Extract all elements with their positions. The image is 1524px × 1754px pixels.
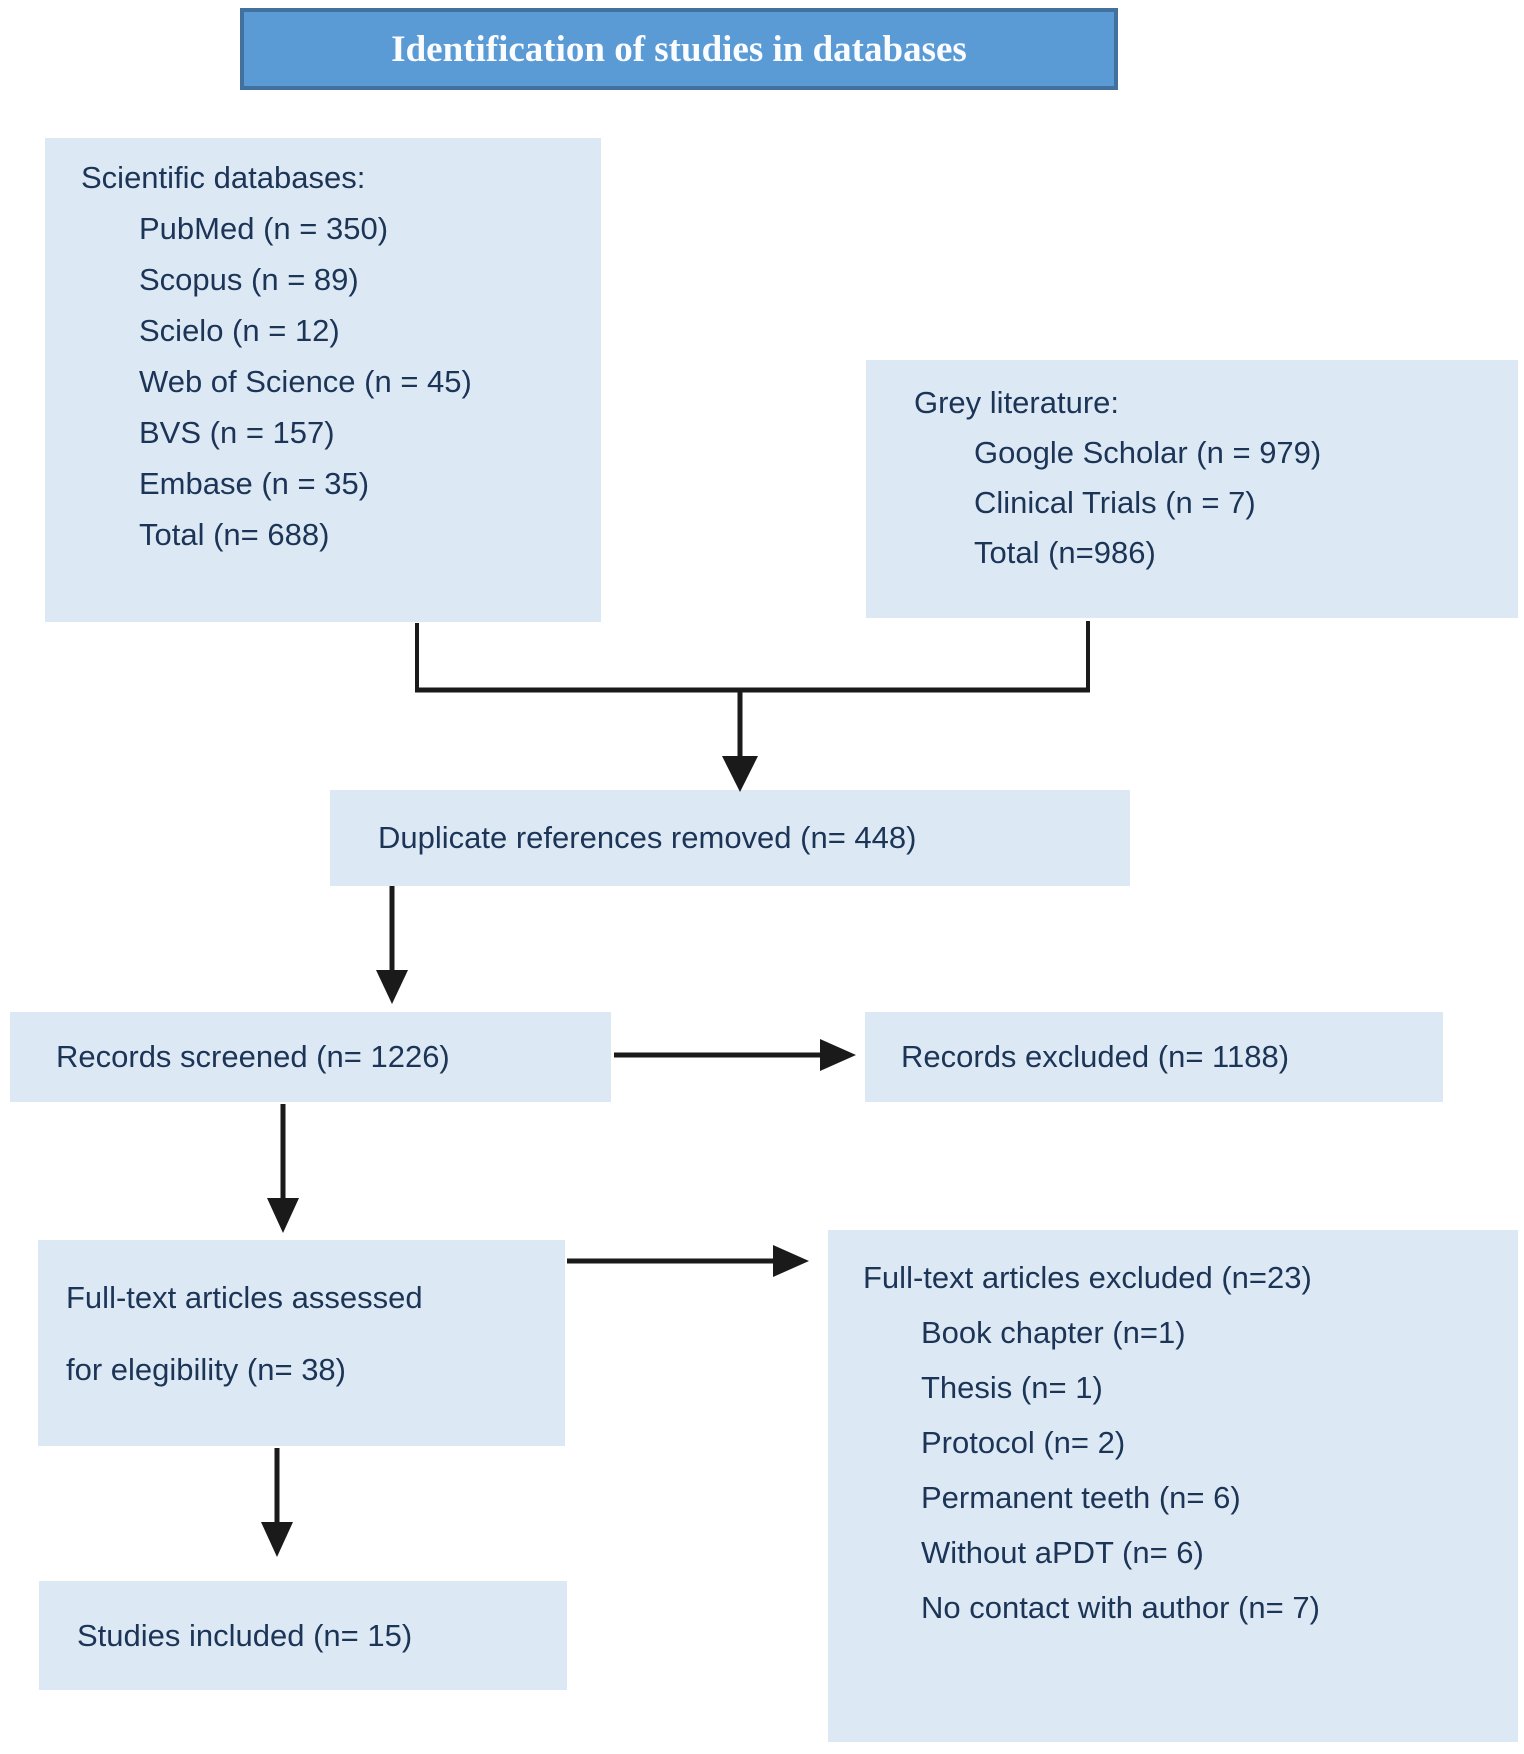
fulltext-assessed-box: Full-text articles assessed for elegibil… [38,1240,565,1446]
exclusion-reason-item: Protocol (n= 2) [921,1425,1126,1460]
records-screened-box: Records screened (n= 1226) [10,1012,611,1102]
database-count-item: Web of Science (n = 45) [139,364,472,399]
grey-total-item: Total (n=986) [974,535,1156,570]
studies-included-label: Studies included (n= 15) [77,1617,413,1653]
studies-included-box: Studies included (n= 15) [39,1581,567,1690]
fulltext-assessed-line2: for elegibility (n= 38) [66,1352,346,1387]
fulltext-down-arrowhead-icon [261,1522,293,1557]
records-excluded-box: Records excluded (n= 1188) [865,1012,1443,1102]
grey-literature-box: Grey literature: Google Scholar (n = 979… [866,360,1518,618]
screened-right-arrowhead-icon [820,1039,856,1071]
scientific-databases-box: Scientific databases: PubMed (n = 350) S… [45,138,601,622]
database-count-item: Scielo (n = 12) [139,313,340,348]
database-count-item: BVS (n = 157) [139,415,335,450]
records-excluded-label: Records excluded (n= 1188) [901,1039,1290,1074]
dup-down-arrowhead-icon [376,970,408,1004]
scientific-databases-heading: Scientific databases: [81,160,366,195]
fulltext-excluded-box: Full-text articles excluded (n=23) Book … [828,1230,1518,1742]
exclusion-reason-item: Permanent teeth (n= 6) [921,1480,1241,1515]
exclusion-reason-item: Thesis (n= 1) [921,1370,1103,1405]
duplicates-removed-box: Duplicate references removed (n= 448) [330,790,1130,886]
duplicates-removed-label: Duplicate references removed (n= 448) [378,820,917,855]
exclusion-reason-item: No contact with author (n= 7) [921,1590,1320,1625]
fulltext-right-arrowhead-icon [773,1245,809,1277]
database-total-item: Total (n= 688) [139,517,330,552]
exclusion-reason-item: Without aPDT (n= 6) [921,1535,1204,1570]
exclusion-reason-item: Book chapter (n=1) [921,1315,1186,1350]
diagram-title-banner: Identification of studies in databases [240,8,1118,90]
screened-down-arrowhead-icon [267,1198,299,1233]
grey-literature-heading: Grey literature: [914,385,1120,420]
diagram-title: Identification of studies in databases [391,28,967,70]
fulltext-excluded-heading: Full-text articles excluded (n=23) [863,1260,1312,1295]
grey-source-item: Clinical Trials (n = 7) [974,485,1256,520]
records-screened-label: Records screened (n= 1226) [56,1039,450,1074]
database-count-item: Scopus (n = 89) [139,262,359,297]
grey-source-item: Google Scholar (n = 979) [974,435,1322,470]
merge-down-arrowhead-icon [722,756,758,792]
database-count-item: Embase (n = 35) [139,466,370,501]
fulltext-assessed-line1: Full-text articles assessed [66,1280,423,1315]
database-count-item: PubMed (n = 350) [139,211,389,246]
